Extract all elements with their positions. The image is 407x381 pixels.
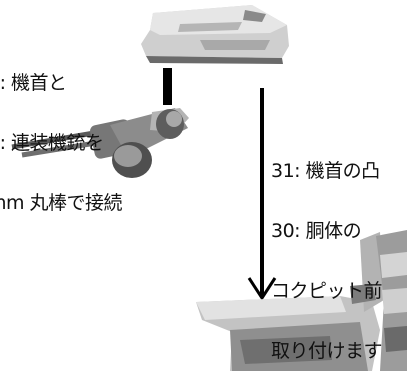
right-annotation-line-3: コクピット前	[271, 280, 383, 302]
connector-rod	[163, 68, 172, 105]
right-annotation-line-2: 30: 胴体の	[271, 220, 362, 242]
right-annotation-line-1: 31: 機首の凸	[271, 160, 380, 182]
down-arrow	[247, 88, 277, 301]
machine-gun-part-image	[11, 108, 189, 178]
left-annotation-line-3: mm 丸棒で接続	[0, 192, 123, 214]
right-annotation-line-4: 取り付けます	[271, 340, 383, 362]
left-annotation-line-1: 1: 機首と	[0, 72, 67, 94]
nose-part-image	[141, 5, 289, 64]
right-annotation: 31: 機首の凸 30: 胴体の コクピット前 取り付けます	[271, 121, 383, 381]
fuselage-part-image	[196, 230, 407, 371]
left-annotation: 1: 機首と 2: 連装機銃を mm 丸棒で接続	[0, 33, 123, 233]
left-annotation-line-2: 2: 連装機銃を	[0, 132, 104, 154]
assembly-diagram	[11, 5, 407, 371]
